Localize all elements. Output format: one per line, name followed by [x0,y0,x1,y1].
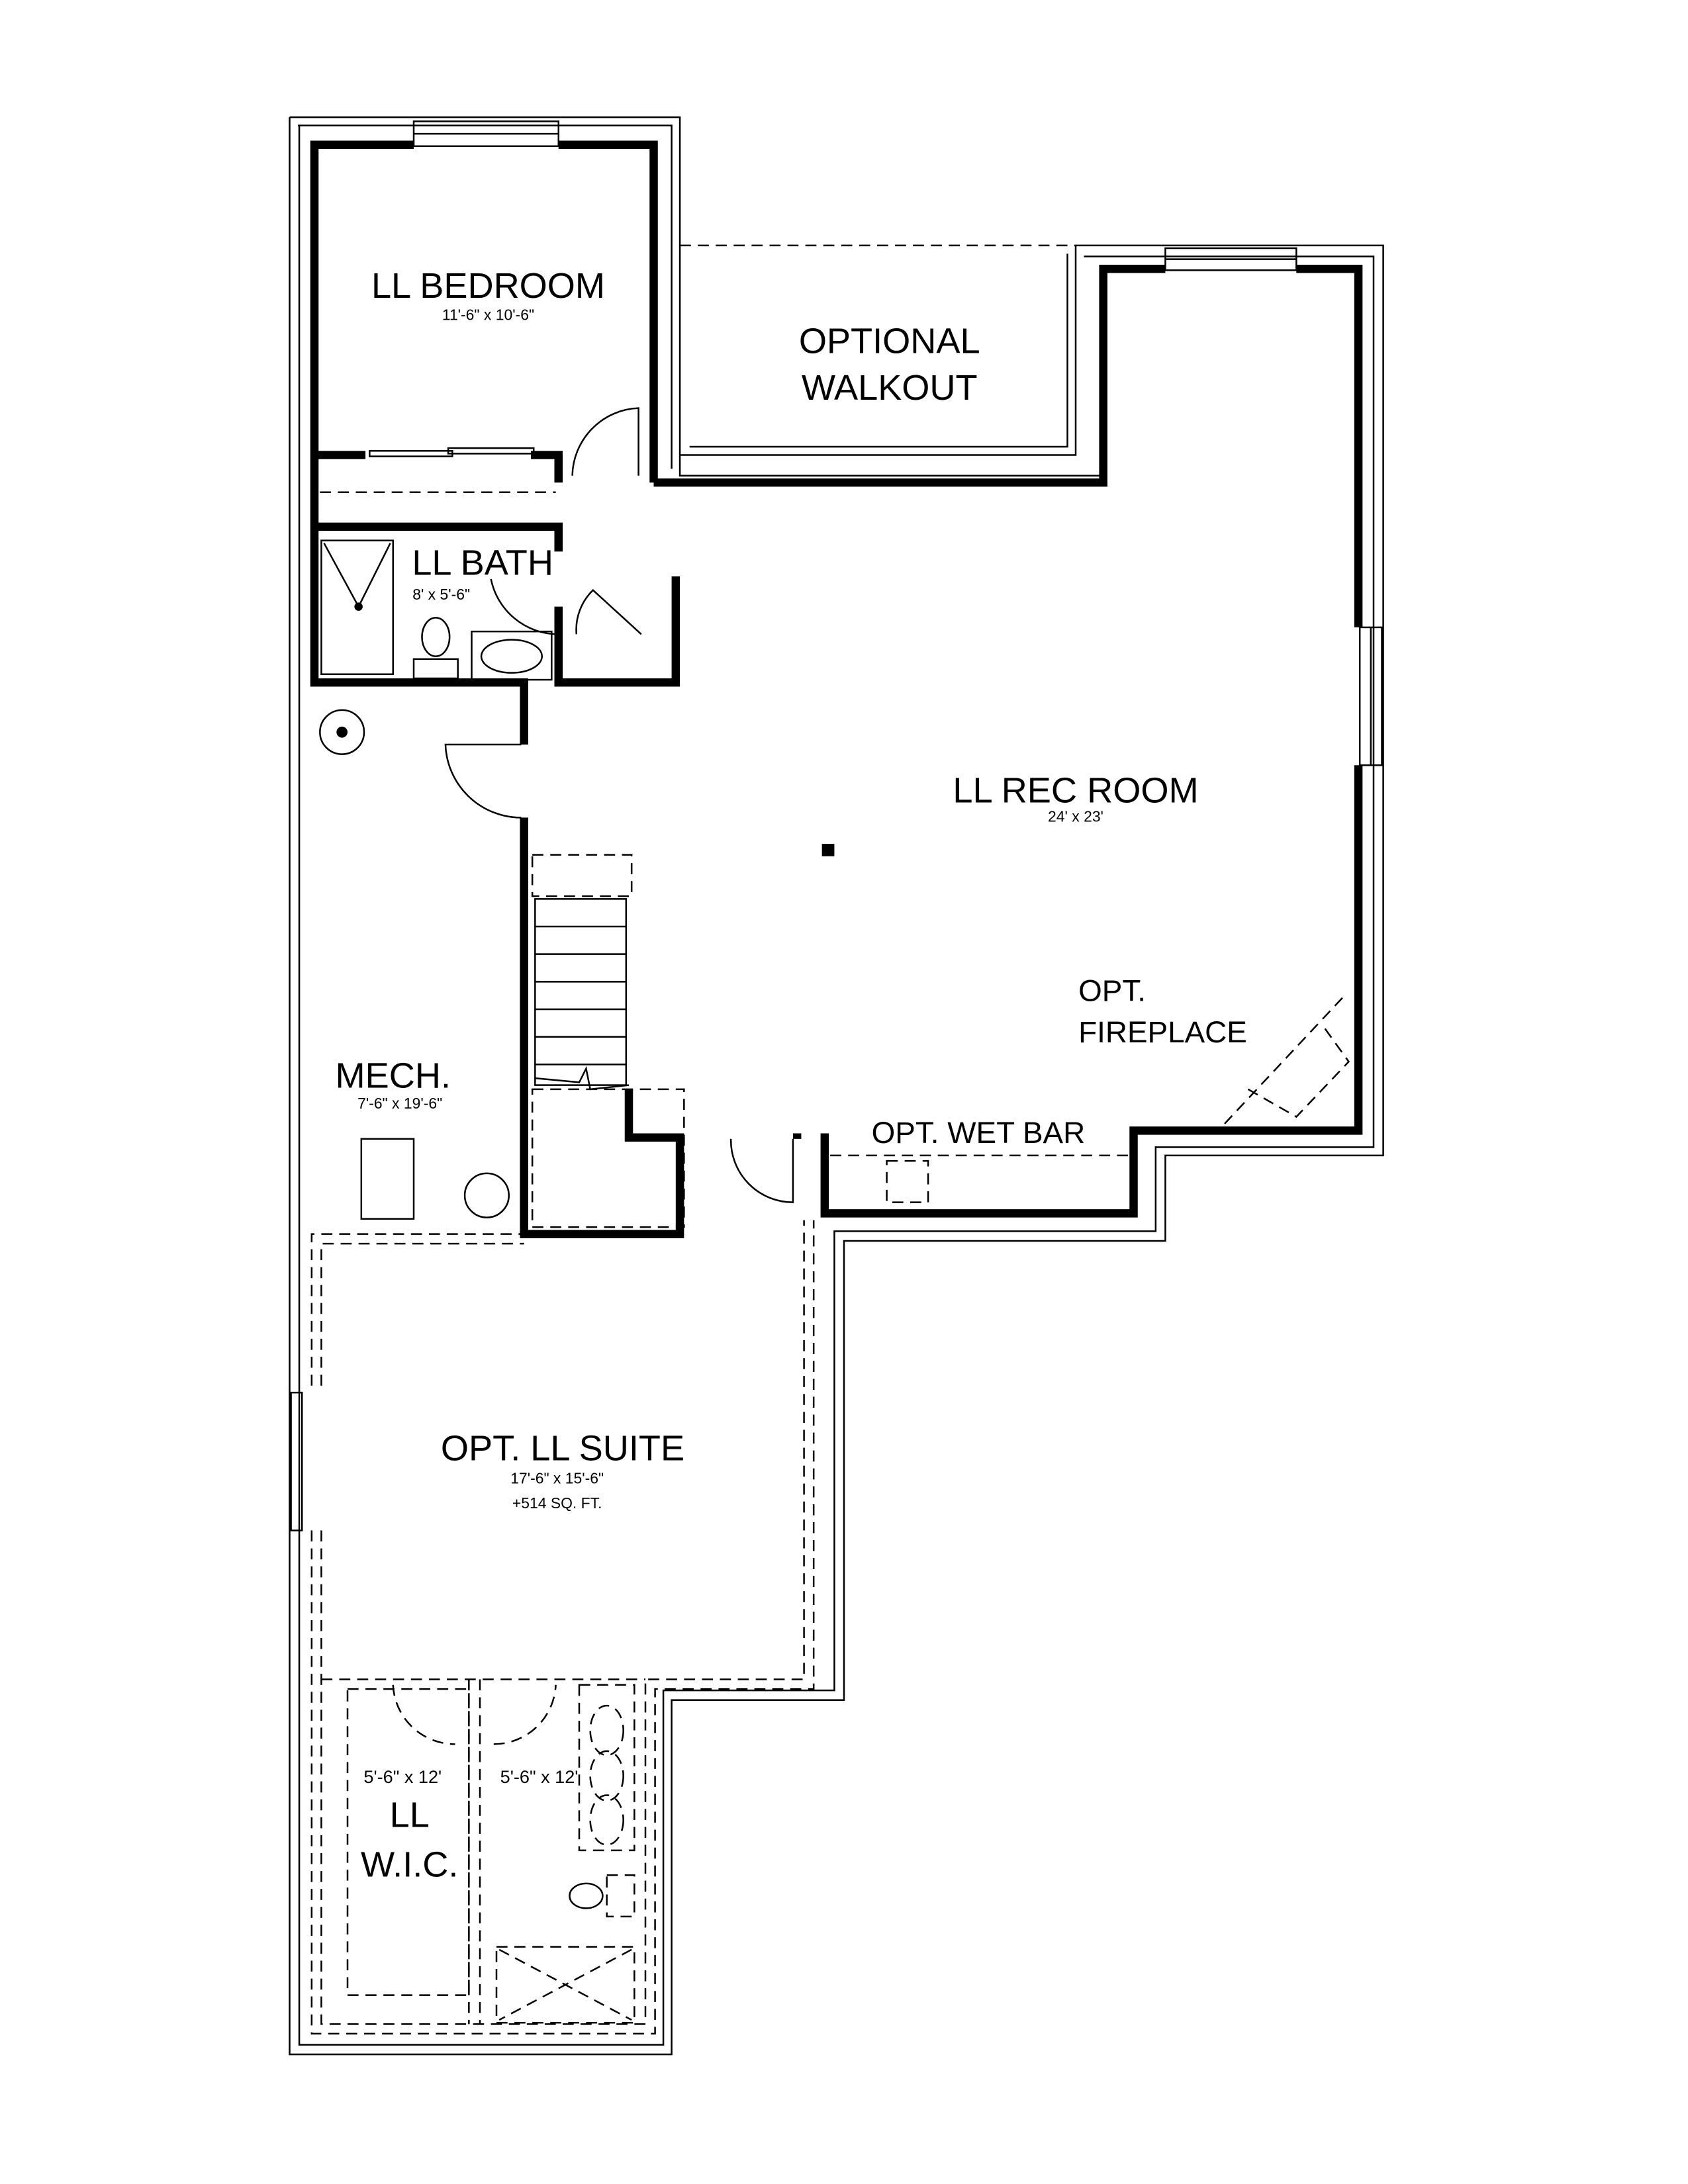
fixtures [319,491,1129,1220]
walkout-label-line1: OPTIONAL [799,321,980,361]
bedroom-label: LL BEDROOM [371,266,605,306]
walkout-label-line2: WALKOUT [802,368,978,408]
exterior-outline [289,116,1384,2056]
suite-label: OPT. LL SUITE [441,1428,684,1468]
wic-label-line2: W.I.C. [361,1844,458,1884]
doors [369,407,794,1203]
fireplace-label-line1: OPT. [1078,974,1146,1008]
rec-room-label: LL REC ROOM [953,771,1198,811]
fireplace-outline [1224,995,1350,1124]
walls [310,140,1363,1238]
fireplace-label-line2: FIREPLACE [1078,1015,1247,1049]
stairs [531,854,685,1228]
suite-area: +514 SQ. FT. [512,1494,602,1512]
suite-outline [310,1220,815,2035]
mech-dims: 7'-6" x 19'-6" [357,1095,442,1112]
walkout-outline [680,244,1077,456]
wic-dims: 5'-6" x 12' [363,1766,442,1787]
bath-label: LL BATH [412,543,553,583]
rec-room-dims: 24' x 23' [1048,808,1103,825]
wet-bar-label: OPT. WET BAR [872,1116,1086,1150]
mech-label: MECH. [335,1056,451,1096]
bath-dims: 8' x 5'-6" [412,586,470,603]
suite-dims: 17'-6" x 15'-6" [510,1470,604,1487]
bedroom-dims: 11'-6" x 10'-6" [442,306,534,323]
windows [290,120,1383,1531]
wic-label-line1: LL [390,1795,430,1835]
suite-bath-dims: 5'-6" x 12' [500,1766,579,1787]
